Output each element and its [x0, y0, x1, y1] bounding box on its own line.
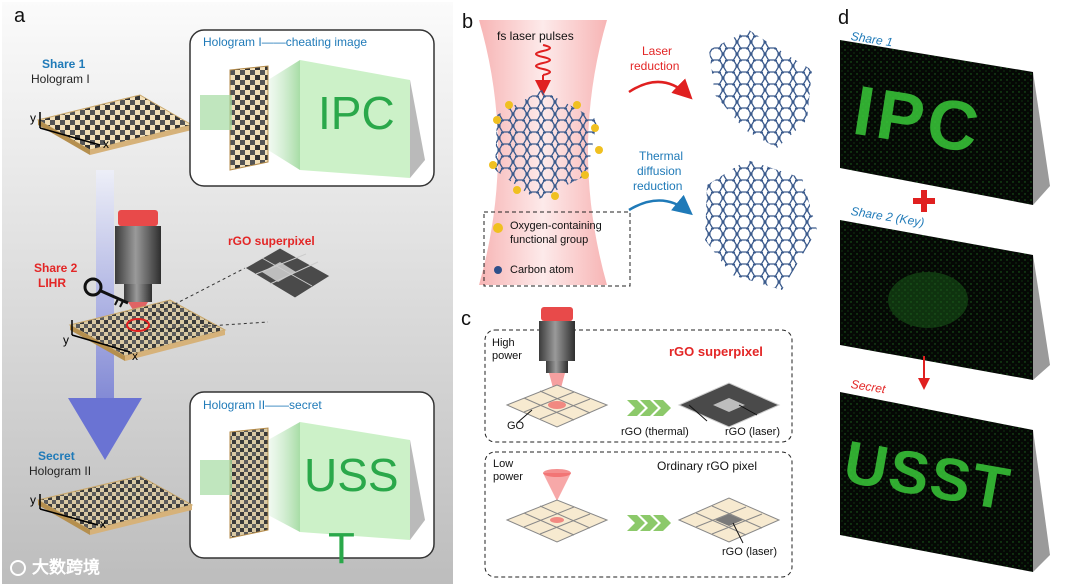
thermal-line1: Thermal — [639, 149, 684, 163]
rgo-superpixel-label: rGO superpixel — [228, 234, 315, 248]
hologram2-banner: Hologram II——secret — [203, 398, 322, 412]
share1-title: Share 1 — [42, 57, 86, 71]
low-power-line2: power — [493, 471, 523, 483]
panel-b: b fs laser pulses Laser reduction Therma… — [457, 0, 837, 305]
panel-b-letter: b — [462, 11, 474, 33]
rgo-laser-label-1: rGO (laser) — [725, 426, 780, 438]
laser-reduction-line1: Laser — [642, 44, 673, 58]
ordinary-pixel-label: Ordinary rGO pixel — [657, 459, 758, 473]
hologram2-text: USS — [304, 449, 399, 501]
secret-subtitle: Hologram II — [29, 464, 92, 478]
hologram1-text: IPC — [318, 87, 395, 139]
secret-title: Secret — [38, 449, 75, 463]
legend-oxygen-line1: Oxygen-containing — [510, 220, 602, 232]
high-power-line2: power — [492, 350, 522, 362]
legend-carbon: Carbon atom — [510, 264, 574, 276]
panel-d-graphic — [840, 40, 1050, 572]
go-label: GO — [507, 420, 525, 432]
share1-axis-y: y — [30, 111, 36, 125]
panel-a-graphic — [2, 2, 453, 584]
secret-axis-y: y — [30, 493, 36, 507]
secret-axis-x: x — [100, 517, 106, 531]
laser-pulses-label: fs laser pulses — [497, 29, 574, 43]
panel-b-graphic — [479, 20, 817, 290]
share2-title: Share 2 — [34, 261, 78, 275]
share2-axis-x: x — [132, 349, 138, 363]
panel-d-letter: d — [838, 7, 850, 29]
panel-a-letter: a — [14, 5, 26, 27]
rgo-thermal-label: rGO (thermal) — [621, 426, 689, 438]
share2-subtitle: LIHR — [38, 276, 66, 290]
panel-c-graphic — [484, 307, 793, 578]
thermal-line3: reduction — [633, 179, 683, 193]
panel-d: d Share 1 IPC Share 2 (Key) Secret USST — [838, 0, 1080, 586]
legend-oxygen-line2: functional group — [510, 234, 589, 246]
share1-d-text: IPC — [848, 71, 988, 169]
share2-axis-y: y — [63, 333, 69, 347]
share1-subtitle: Hologram I — [31, 72, 90, 86]
low-power-line1: Low — [493, 458, 514, 470]
high-power-line1: High — [492, 337, 515, 349]
panel-a: a Share 1 Hologram I x y Hologram I——che… — [0, 0, 455, 586]
share1-axis-x: x — [103, 137, 109, 151]
hologram2-below-text: T — [328, 524, 355, 573]
panel-c-letter: c — [461, 308, 471, 330]
panel-c: c High power rGO superpixel GO rGO (ther… — [457, 305, 837, 586]
thermal-line2: diffusion — [637, 164, 682, 178]
rgo-laser-label-2: rGO (laser) — [722, 546, 777, 558]
watermark-text: 大数跨境 — [32, 558, 100, 577]
hologram1-banner: Hologram I——cheating image — [203, 35, 368, 49]
laser-reduction-line2: reduction — [630, 59, 680, 73]
rgo-superpixel-c: rGO superpixel — [669, 344, 763, 359]
